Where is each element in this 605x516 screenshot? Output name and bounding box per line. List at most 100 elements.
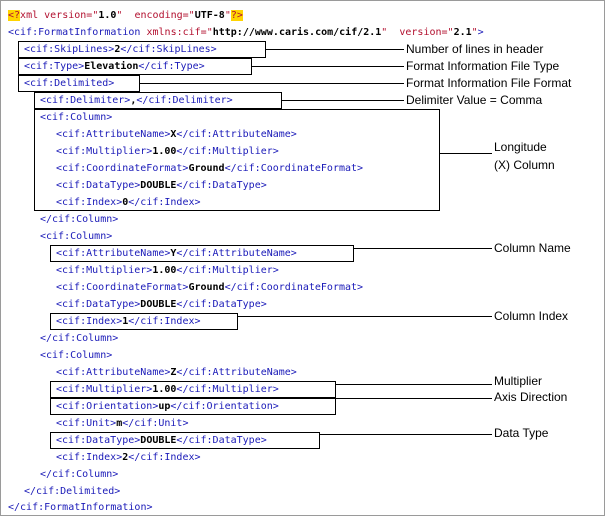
column-0-datatype-line: <cif:DataType>DOUBLE</cif:DataType> [56, 178, 267, 194]
delimited-open: <cif:Delimited> [24, 78, 115, 89]
column-close-tag: </cif:Column> [40, 469, 119, 480]
label-data-type: Data Type [494, 426, 549, 440]
label-type: Format Information File Type [406, 59, 560, 73]
attribute-open: <cif:AttributeName> [56, 248, 171, 259]
pi-encoding-eq: =" [182, 10, 195, 21]
root-tag-end: > [477, 27, 484, 38]
multiplier-value: 1.00 [152, 146, 177, 157]
label-skiplines: Number of lines in header [406, 42, 544, 56]
column-0-attribute-line: <cif:AttributeName>X</cif:AttributeName> [56, 127, 297, 143]
column-2-index-line: <cif:Index>2</cif:Index> [56, 450, 201, 466]
orientation-highlight-box [50, 398, 336, 415]
column-0-index-line: <cif:Index>0</cif:Index> [56, 195, 201, 211]
index-close: </cif:Index> [128, 452, 201, 463]
datatype-value: DOUBLE [140, 299, 177, 310]
label-delimited: Format Information File Format [406, 76, 572, 90]
root-ns-attr: xmlns:cif [146, 27, 201, 38]
datatype-close: </cif:DataType> [176, 180, 267, 191]
label-axis-direction: Axis Direction [494, 390, 568, 404]
column-0-close: </cif:Column> [40, 212, 118, 228]
delimiter-close: </cif:Delimiter> [136, 95, 233, 106]
column-0-coordformat-line: <cif:CoordinateFormat>Ground</cif:Coordi… [56, 161, 363, 177]
xml-declaration: <?xml version="1.0" encoding="UTF-8"?> [8, 8, 243, 24]
label-column-name: Column Name [494, 241, 571, 255]
type-close: </cif:Type> [138, 61, 205, 72]
delimited-open-line: <cif:Delimited> [24, 76, 114, 92]
datatype-value: DOUBLE [140, 435, 177, 446]
orientation-close: </cif:Orientation> [170, 401, 279, 412]
coordformat-open: <cif:CoordinateFormat> [56, 163, 189, 174]
root-ns-value: http://www.caris.com/cif/2.1 [212, 27, 382, 38]
delimited-close-line: </cif:Delimited> [24, 484, 120, 500]
label-column-index: Column Index [494, 309, 569, 323]
xml-listing: <?xml version="1.0" encoding="UTF-8"?> <… [8, 8, 484, 516]
column-close-tag: </cif:Column> [40, 333, 119, 344]
index-open: <cif:Index> [56, 316, 123, 327]
delimiter-value: , [130, 95, 137, 106]
column-close-tag: </cif:Column> [40, 214, 119, 225]
coordformat-value: Ground [188, 282, 225, 293]
pi-encoding-value: UTF-8 [194, 10, 225, 21]
label-longitude-line1: Longitude [494, 140, 547, 154]
index-value: 0 [122, 197, 129, 208]
multiplier-close: </cif:Multiplier> [176, 146, 279, 157]
multiplier-close: </cif:Multiplier> [176, 265, 279, 276]
pi-version-close: " [116, 10, 123, 21]
pi-encoding-attr: encoding [134, 10, 183, 21]
column-open-tag: <cif:Column> [40, 231, 113, 242]
datatype-value: DOUBLE [140, 180, 177, 191]
attribute-open: <cif:AttributeName> [56, 367, 171, 378]
column-2-attribute-line: <cif:AttributeName>Z</cif:AttributeName> [56, 365, 297, 381]
label-longitude-line2: (X) Column [494, 158, 555, 172]
orientation-open: <cif:Orientation> [56, 401, 159, 412]
column-open-tag: <cif:Column> [40, 350, 113, 361]
skiplines-open: <cif:SkipLines> [24, 44, 115, 55]
root-open-tag: <cif:FormatInformation xmlns:cif="http:/… [8, 25, 484, 41]
index-value: 2 [122, 452, 129, 463]
longitude-column-highlight-box [34, 109, 440, 211]
coordformat-open: <cif:CoordinateFormat> [56, 282, 189, 293]
multiplier-value: 1.00 [152, 384, 177, 395]
column-0-open: <cif:Column> [40, 110, 112, 126]
unit-value: m [116, 418, 123, 429]
column-0-multiplier-line: <cif:Multiplier>1.00</cif:Multiplier> [56, 144, 279, 160]
column-1-attribute-line: <cif:AttributeName>Y</cif:AttributeName> [56, 246, 297, 262]
delimited-close: </cif:Delimited> [24, 486, 121, 497]
root-ns-eq: =" [200, 27, 213, 38]
column-1-index-line: <cif:Index>1</cif:Index> [56, 314, 201, 330]
label-multiplier: Multiplier [494, 374, 543, 388]
skiplines-line: <cif:SkipLines>2</cif:SkipLines> [24, 42, 217, 58]
type-value: Elevation [84, 61, 139, 72]
pi-close-mark: ?> [230, 10, 243, 21]
column-2-multiplier-line: <cif:Multiplier>1.00</cif:Multiplier> [56, 382, 279, 398]
delimiter-open: <cif:Delimiter> [40, 95, 131, 106]
root-close-line: </cif:FormatInformation> [8, 500, 153, 516]
coordformat-close: </cif:CoordinateFormat> [224, 163, 364, 174]
type-highlight-box [18, 58, 252, 75]
multiplier-open: <cif:Multiplier> [56, 265, 153, 276]
multiplier-open: <cif:Multiplier> [56, 146, 153, 157]
index-open: <cif:Index> [56, 197, 123, 208]
unit-close: </cif:Unit> [122, 418, 189, 429]
attribute-close: </cif:AttributeName> [176, 248, 297, 259]
index-close: </cif:Index> [128, 316, 201, 327]
index-close: </cif:Index> [128, 197, 201, 208]
label-delimiter: Delimiter Value = Comma [406, 93, 543, 107]
attribute-open: <cif:AttributeName> [56, 129, 171, 140]
skiplines-close: </cif:SkipLines> [120, 44, 217, 55]
column-index-highlight-box [50, 313, 238, 330]
multiplier-highlight-box [50, 381, 336, 398]
skiplines-highlight-box [18, 41, 266, 58]
column-1-close: </cif:Column> [40, 331, 118, 347]
column-name-highlight-box [50, 245, 354, 262]
delimiter-highlight-box [34, 92, 282, 109]
attribute-value: Y [170, 248, 177, 259]
index-value: 1 [122, 316, 129, 327]
datatype-open: <cif:DataType> [56, 180, 141, 191]
root-ns-close: " [381, 27, 388, 38]
pi-version-eq: =" [86, 10, 99, 21]
attribute-close: </cif:AttributeName> [176, 367, 297, 378]
column-2-unit-line: <cif:Unit>m</cif:Unit> [56, 416, 188, 432]
